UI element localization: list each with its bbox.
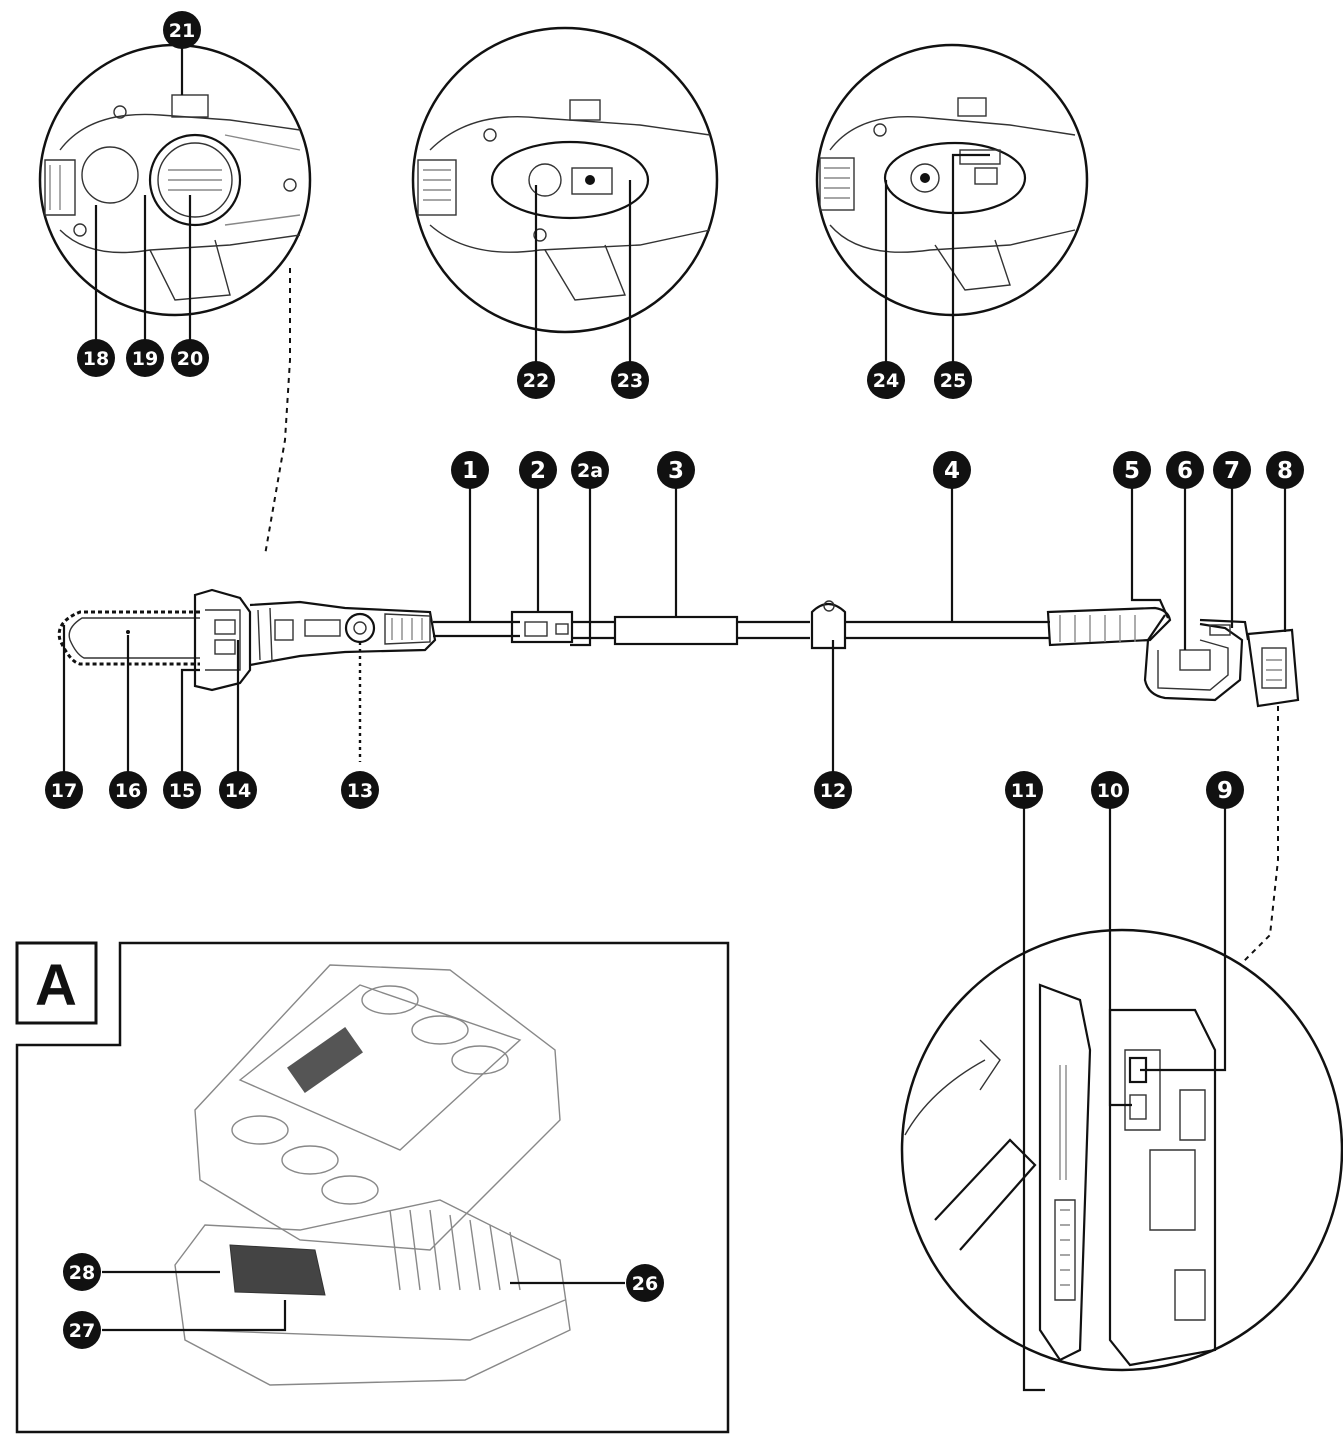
callout-number: 18 [83, 348, 109, 370]
callout-circle [657, 451, 695, 489]
callout-26: 26 [626, 1264, 664, 1302]
callout-circle [1213, 451, 1251, 489]
pole-saw-main-view [57, 268, 1300, 991]
callout-circle [45, 771, 83, 809]
callout-number: 15 [169, 780, 195, 802]
callout-23: 23 [611, 361, 649, 399]
callout-number: 22 [523, 370, 549, 392]
callout-number: 11 [1011, 780, 1037, 802]
callout-6: 6 [1166, 451, 1204, 489]
callout-number: 4 [944, 458, 960, 484]
charger-inset-box: A [15, 941, 730, 1434]
callout-circle [163, 771, 201, 809]
callout-number: 21 [169, 20, 195, 42]
callout-number: 16 [115, 780, 141, 802]
detail-circle-battery-port [900, 928, 1343, 1372]
callout-number: 8 [1277, 458, 1293, 484]
callout-number: 3 [668, 458, 684, 484]
callout-28: 28 [63, 1253, 101, 1291]
callout-number: 9 [1217, 778, 1233, 804]
callout-number: 23 [617, 370, 643, 392]
callout-number: 12 [820, 780, 846, 802]
callout-circle [163, 11, 201, 49]
callout-10: 10 [1091, 771, 1129, 809]
callout-circle [571, 451, 609, 489]
callout-15: 15 [163, 771, 201, 809]
callout-circle [1113, 451, 1151, 489]
callout-circle [126, 339, 164, 377]
callout-number: 14 [225, 780, 251, 802]
callout-circle [611, 361, 649, 399]
callout-1: 1 [451, 451, 489, 489]
box-label-a: A [35, 953, 77, 1018]
callout-circle [63, 1253, 101, 1291]
callout-21: 21 [163, 11, 201, 49]
callout-4: 4 [933, 451, 971, 489]
callout-12: 12 [814, 771, 852, 809]
callout-11: 11 [1005, 771, 1043, 809]
callout-circle [1005, 771, 1043, 809]
callout-17: 17 [45, 771, 83, 809]
callout-14: 14 [219, 771, 257, 809]
callout-circle [63, 1311, 101, 1349]
callout-27: 27 [63, 1311, 101, 1349]
callout-circle [517, 361, 555, 399]
callout-8: 8 [1266, 451, 1304, 489]
callout-18: 18 [77, 339, 115, 377]
callout-2a: 2a [571, 451, 609, 489]
callout-circle [934, 361, 972, 399]
callout-number: 25 [940, 370, 966, 392]
callout-circle [219, 771, 257, 809]
callout-number: 19 [132, 348, 158, 370]
callout-circle [814, 771, 852, 809]
callout-number: 28 [69, 1262, 95, 1284]
callout-circle [1206, 771, 1244, 809]
callout-number: 24 [873, 370, 899, 392]
callout-3: 3 [657, 451, 695, 489]
callout-22: 22 [517, 361, 555, 399]
detail-circle-bar-clamp [411, 26, 719, 334]
detail-circle-chain-tensioner [38, 43, 312, 317]
callout-circle [171, 339, 209, 377]
callout-16: 16 [109, 771, 147, 809]
callout-number: 13 [347, 780, 373, 802]
callout-circle [77, 339, 115, 377]
callout-5: 5 [1113, 451, 1151, 489]
callout-circle [451, 451, 489, 489]
callout-number: 27 [69, 1320, 95, 1342]
callout-2: 2 [519, 451, 557, 489]
callout-circle [933, 451, 971, 489]
callout-number: 2 [530, 458, 546, 484]
callout-number: 10 [1097, 780, 1123, 802]
callout-7: 7 [1213, 451, 1251, 489]
callout-circle [867, 361, 905, 399]
leader-lines [62, 48, 1287, 1392]
callout-circle [1166, 451, 1204, 489]
callout-number: 5 [1124, 458, 1140, 484]
callout-circle [1266, 451, 1304, 489]
callout-number: 7 [1224, 458, 1240, 484]
callout-number: 1 [462, 458, 478, 484]
callout-number: 2a [577, 460, 603, 482]
callout-20: 20 [171, 339, 209, 377]
callout-number: 20 [177, 348, 203, 370]
callout-circle [1091, 771, 1129, 809]
callout-circle [626, 1264, 664, 1302]
callout-25: 25 [934, 361, 972, 399]
callout-24: 24 [867, 361, 905, 399]
callout-13: 13 [341, 771, 379, 809]
callout-number: 6 [1177, 458, 1193, 484]
callout-circle [341, 771, 379, 809]
callout-19: 19 [126, 339, 164, 377]
callout-circle [109, 771, 147, 809]
callout-circle [519, 451, 557, 489]
callout-9: 9 [1206, 771, 1244, 809]
callout-number: 26 [632, 1273, 658, 1295]
callout-number: 17 [51, 780, 77, 802]
